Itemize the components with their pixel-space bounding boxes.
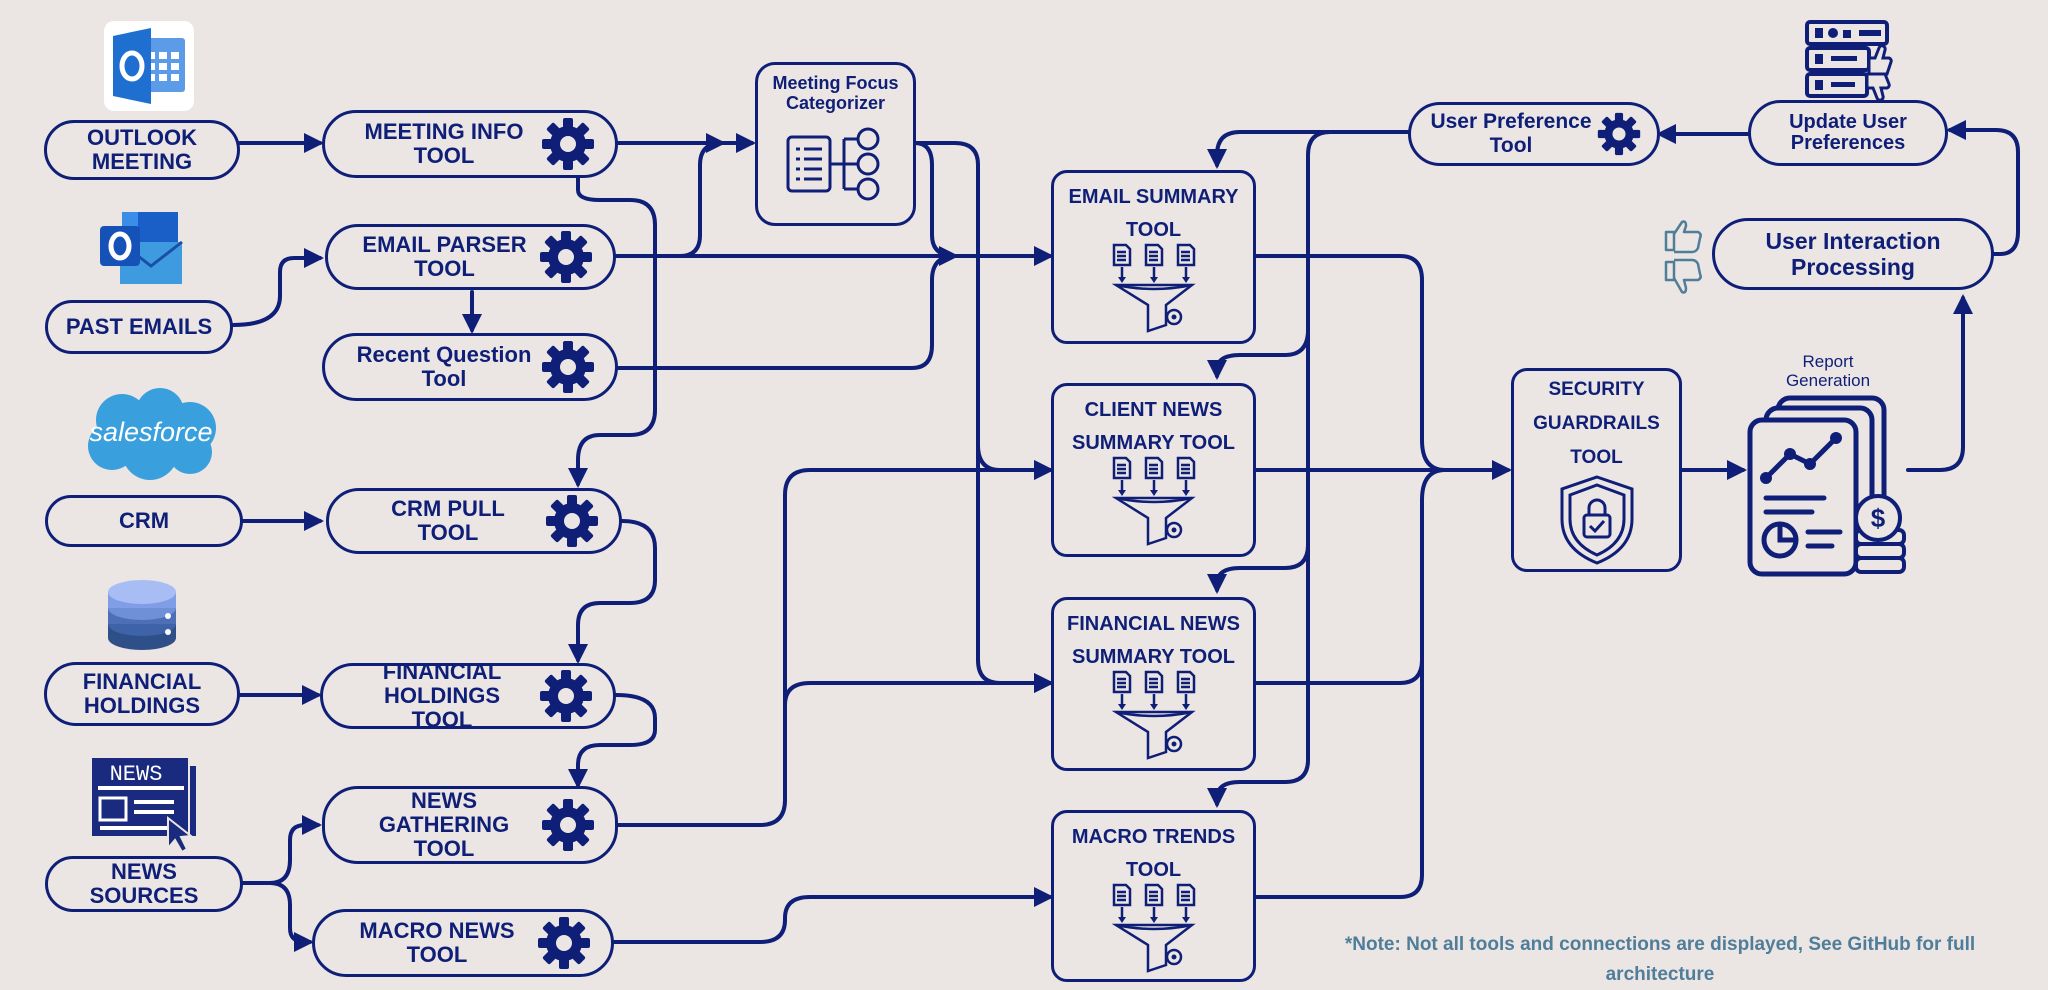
arrow-emails-to-parser	[231, 248, 324, 327]
update-user-preferences: Update User Preferences	[1748, 100, 1948, 166]
macro-news-tool: MACRO NEWS TOOL	[312, 909, 614, 977]
arrow-crm-pull-to-holdings	[568, 519, 657, 664]
arrow-news-to-gathering	[241, 815, 322, 885]
source-crm-label: CRM	[118, 508, 170, 533]
email-summary-tool-label: EMAIL SUMMARY TOOL	[1068, 186, 1239, 241]
crm-pull-tool-label: CRM PULL TOOL	[391, 496, 505, 545]
newspaper-icon: NEWS	[92, 758, 196, 852]
arrow-macro-trends-to-security	[1254, 498, 1424, 899]
report-document-icon: $	[1747, 395, 1906, 577]
source-financial-holdings: FINANCIAL HOLDINGS	[44, 662, 240, 726]
source-crm: CRM	[45, 495, 243, 547]
categorizer-tree-icon	[786, 127, 879, 201]
arrow-user-pref-to-email	[1207, 130, 1410, 169]
svg-text:$: $	[1871, 503, 1886, 533]
crm-pull-tool: CRM PULL TOOL	[326, 488, 622, 554]
macro-trends-tool-label: MACRO TRENDS TOOL	[1071, 826, 1236, 881]
salesforce-logo-text: salesforce	[89, 417, 212, 447]
gear-icon	[541, 798, 595, 852]
macro-trends-tool: MACRO TRENDS TOOL	[1051, 810, 1256, 982]
arrow-news-to-client-news	[616, 460, 1054, 827]
server-feedback-icon	[1805, 20, 1893, 102]
funnel-documents-icon	[1104, 670, 1204, 760]
news-gathering-tool: NEWS GATHERING TOOL	[322, 786, 618, 864]
gear-icon	[539, 230, 593, 284]
email-parser-tool: EMAIL PARSER TOOL	[325, 224, 616, 290]
email-summary-tool: EMAIL SUMMARY TOOL	[1051, 170, 1256, 344]
database-icon	[108, 580, 176, 650]
security-guardrails-tool-label: SECURITY GUARDRAILS TOOL	[1533, 379, 1660, 468]
gear-icon	[541, 340, 595, 394]
user-interaction-processing-label: User Interaction Processing	[1765, 228, 1941, 280]
macro-news-tool-label: MACRO NEWS TOOL	[359, 918, 515, 967]
arrow-news-to-financial-news	[783, 673, 1054, 707]
news-logo-text: NEWS	[110, 762, 163, 787]
update-user-preferences-label: Update User Preferences	[1789, 111, 1907, 154]
financial-holdings-tool: FINANCIAL HOLDINGS TOOL	[320, 659, 616, 732]
meeting-info-tool: MEETING INFO TOOL	[322, 110, 618, 178]
arrow-holdings-to-news	[568, 693, 657, 789]
salesforce-cloud-icon: salesforce	[88, 388, 216, 480]
funnel-documents-icon	[1104, 456, 1204, 546]
recent-question-tool-label: Recent Question Tool	[356, 342, 532, 391]
email-parser-tool-label: EMAIL PARSER TOOL	[362, 232, 527, 281]
arrow-macro-news-to-trends	[612, 887, 1054, 944]
thumbs-feedback-icon	[1664, 220, 1702, 294]
client-news-summary-tool: CLIENT NEWS SUMMARY TOOL	[1051, 383, 1256, 557]
arrow-user-pref-to-others	[1207, 130, 1410, 380]
financial-news-summary-tool: FINANCIAL NEWS SUMMARY TOOL	[1051, 597, 1256, 771]
source-outlook-meeting: OUTLOOK MEETING	[44, 120, 240, 180]
funnel-documents-icon	[1104, 883, 1204, 973]
funnel-documents-icon	[1104, 243, 1204, 333]
gear-icon	[537, 916, 591, 970]
source-outlook-meeting-label: OUTLOOK MEETING	[87, 125, 197, 174]
arrow-email-summary-to-security	[1254, 254, 1447, 472]
source-financial-holdings-label: FINANCIAL HOLDINGS	[82, 669, 202, 718]
arrow-categorizer-to-email	[913, 141, 957, 258]
gear-icon	[539, 669, 593, 723]
security-guardrails-tool: SECURITY GUARDRAILS TOOL	[1511, 368, 1682, 572]
report-generation-label: Report Generation	[1785, 352, 1871, 390]
gear-icon	[541, 117, 595, 171]
source-news-sources: NEWS SOURCES	[45, 856, 243, 912]
gear-icon	[545, 494, 599, 548]
client-news-summary-tool-label: CLIENT NEWS SUMMARY TOOL	[1072, 399, 1235, 454]
arrow-interaction-to-update	[1946, 120, 2020, 256]
shield-lock-icon	[1560, 475, 1633, 565]
financial-news-summary-tool-label: FINANCIAL NEWS SUMMARY TOOL	[1067, 613, 1240, 668]
meeting-focus-categorizer: Meeting Focus Categorizer	[755, 62, 916, 226]
arrow-news-to-macro	[241, 881, 314, 952]
arrow-categorizer-to-summaries	[914, 141, 1054, 480]
arrow-meeting-info-to-crm-pull	[568, 176, 657, 488]
arrow-report-to-interaction	[1906, 294, 1973, 472]
source-past-emails-label: PAST EMAILS	[65, 314, 213, 339]
meeting-info-tool-label: MEETING INFO TOOL	[364, 119, 524, 168]
footnote: *Note: Not all tools and connections are…	[1344, 934, 1976, 985]
user-preference-tool-label: User Preference Tool	[1430, 110, 1592, 157]
categorizer-label: Meeting Focus Categorizer	[772, 73, 899, 113]
arrow-categorizer-to-financial	[976, 438, 1054, 693]
arrow-recent-to-email-summary	[616, 246, 959, 370]
outlook-calendar-icon	[104, 21, 194, 111]
recent-question-tool: Recent Question Tool	[322, 333, 618, 401]
gear-icon	[1597, 112, 1641, 156]
arrow-user-pref-to-macro	[1207, 543, 1310, 808]
arrow-financial-news-to-security	[1254, 468, 1447, 685]
user-interaction-processing: User Interaction Processing	[1712, 218, 1994, 290]
outlook-mail-icon	[100, 212, 183, 284]
source-news-sources-label: NEWS SOURCES	[89, 859, 199, 908]
user-preference-tool: User Preference Tool	[1408, 102, 1660, 166]
news-gathering-tool-label: NEWS GATHERING TOOL	[378, 788, 510, 861]
financial-holdings-tool-label: FINANCIAL HOLDINGS TOOL	[382, 659, 502, 732]
source-past-emails: PAST EMAILS	[45, 300, 233, 354]
